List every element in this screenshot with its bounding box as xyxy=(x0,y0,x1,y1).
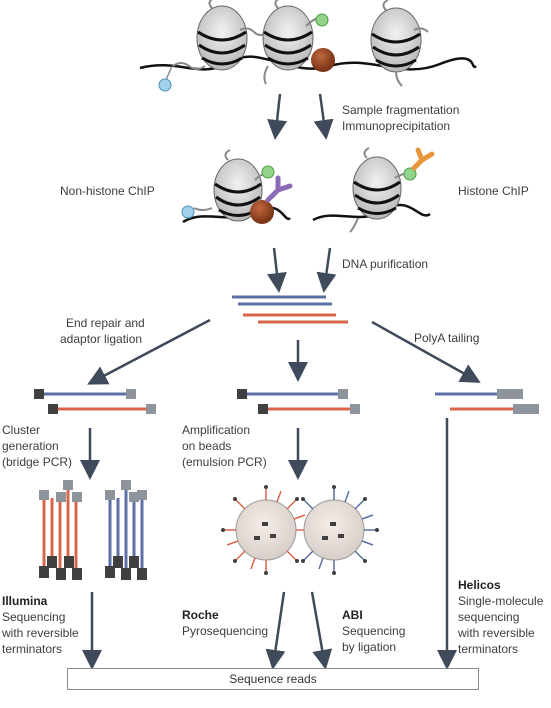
label-helicos-2: sequencing xyxy=(458,610,520,624)
label-end-repair-2: adaptor ligation xyxy=(60,332,143,346)
label-cluster-1: Cluster xyxy=(2,423,41,437)
bridge-pcr-cluster-red xyxy=(39,480,82,580)
arrow-roche-reads xyxy=(265,591,286,670)
dna-binding-protein xyxy=(311,48,335,72)
label-amplification-2: on beads xyxy=(182,439,232,453)
label-dna-purification: DNA purification xyxy=(342,257,429,271)
bridge-pcr-cluster-blue xyxy=(105,480,147,580)
label-immunoprecipitation: Immunoprecipitation xyxy=(342,119,451,133)
label-cluster-2: generation xyxy=(2,439,59,453)
arrow-abi-reads xyxy=(310,591,333,670)
label-helicos-1: Single-molecule xyxy=(458,594,544,608)
sequence-reads-box: Sequence reads xyxy=(67,668,479,690)
nucleosome-3 xyxy=(370,0,429,87)
label-illumina-3: terminators xyxy=(2,642,63,656)
label-histone-chip: Histone ChIP xyxy=(458,184,529,198)
arrow-purify-right xyxy=(316,247,337,293)
label-roche: Roche xyxy=(182,608,219,622)
label-polya-tailing: PolyA tailing xyxy=(414,331,480,345)
label-helicos: Helicos xyxy=(458,578,501,592)
label-abi-2: by ligation xyxy=(342,640,397,654)
arrow-purify-left xyxy=(266,247,287,293)
label-cluster-3: (bridge PCR) xyxy=(2,455,73,469)
nucleosome-2 xyxy=(262,0,329,85)
arrow-fragment-left xyxy=(267,93,288,140)
non-histone-chip-fragment xyxy=(181,149,293,224)
histone-chip-fragment xyxy=(312,147,435,233)
label-helicos-4: terminators xyxy=(458,642,519,656)
label-fragmentation: Sample fragmentation xyxy=(342,103,460,117)
label-illumina-1: Sequencing xyxy=(2,610,66,624)
label-non-histone-chip: Non-histone ChIP xyxy=(60,184,155,198)
adaptor-ligated-fragments-middle xyxy=(237,389,360,414)
arrow-branch-helicos xyxy=(371,320,481,383)
adaptor-ligated-fragments-left xyxy=(34,389,156,414)
purified-dna-fragments xyxy=(232,295,348,324)
label-illumina-2: with reversible xyxy=(2,626,79,640)
arrow-fragment-right xyxy=(313,93,334,140)
label-roche-1: Pyrosequencing xyxy=(182,624,269,638)
polya-tailed-fragments xyxy=(435,389,539,414)
nucleosome-1 xyxy=(158,0,269,92)
label-helicos-3: with reversible xyxy=(458,626,535,640)
label-end-repair-1: End repair and xyxy=(66,316,145,330)
emulsion-bead-1 xyxy=(221,485,311,575)
chromatin-top xyxy=(139,0,477,92)
label-illumina: Illumina xyxy=(2,594,48,608)
label-abi-1: Sequencing xyxy=(342,624,406,638)
label-abi: ABI xyxy=(342,608,363,622)
label-amplification-1: Amplification xyxy=(182,423,251,437)
arrow-branch-illumina xyxy=(87,318,211,385)
label-amplification-3: (emulsion PCR) xyxy=(182,455,267,469)
emulsion-bead-2 xyxy=(301,485,379,575)
